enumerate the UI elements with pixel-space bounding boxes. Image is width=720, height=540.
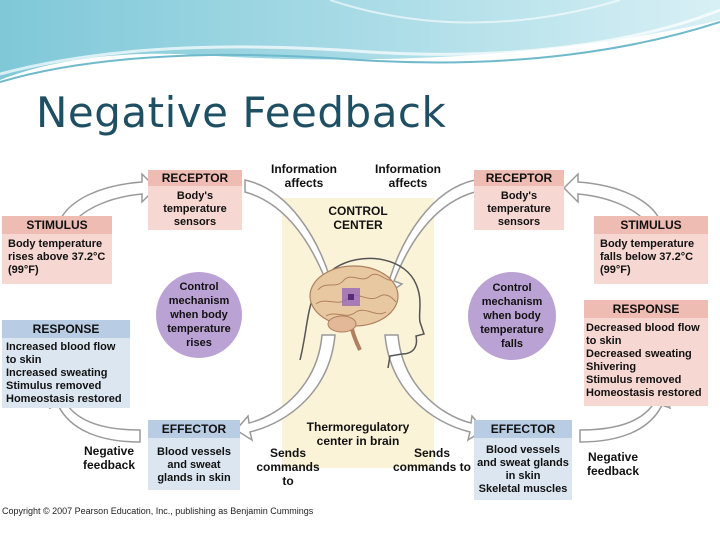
left-response-line: to skin [6,354,42,366]
left-stimulus-header: STIMULUS [2,216,112,234]
header-banner [0,0,720,83]
right-stimulus-header: STIMULUS [594,216,708,234]
left-stimulus-body: Body temperature rises above 37.2°C (99°… [2,234,112,284]
thermoregulatory-center-label: Thermoregulatory center in brain [306,420,410,448]
right-response-line: Shivering [586,361,637,373]
right-receptor-body: Body's temperature sensors [474,186,564,230]
right-response-line: to skin [586,335,622,347]
right-stimulus-body: Body temperature falls below 37.2°C (99°… [594,234,708,284]
right-response-line: Decreased blood flow [586,322,700,334]
slide-title: Negative Feedback [36,88,447,137]
left-sends-commands-label: Sends commands to [256,446,320,488]
right-response-line: Decreased sweating [586,348,692,360]
left-negative-feedback-label: Negative feedback [82,444,136,472]
left-response-line: Increased sweating [6,367,108,379]
right-response-line: Homeostasis restored [586,387,702,399]
right-effector-line: and sweat glands [477,457,569,469]
right-response-line: Stimulus removed [586,374,682,386]
left-control-text: Control mechanism when body temperature … [167,281,231,349]
left-effector-body: Blood vessels and sweat glands in skin [148,438,240,490]
left-receptor-body: Body's temperature sensors [148,186,242,230]
left-response-header: RESPONSE [2,320,130,338]
control-center-label: CONTROL CENTER [328,204,388,232]
negative-feedback-diagram: RECEPTOR Body's temperature sensors STIM… [0,160,720,520]
right-negative-feedback-label: Negative feedback [586,450,640,478]
left-control-mechanism: Control mechanism when body temperature … [156,272,242,358]
right-information-affects-label: Information affects [375,162,441,190]
left-response-line: Homeostasis restored [6,393,122,405]
right-response-body: Decreased blood flow to skin Decreased s… [584,318,708,406]
right-effector-line: Skeletal muscles [478,483,568,495]
brain-illustration [299,257,425,369]
left-response-line: Increased blood flow [6,341,116,353]
left-information-affects-label: Information affects [271,162,337,190]
left-response-body: Increased blood flow to skin Increased s… [2,338,130,408]
right-control-text: Control mechanism when body temperature … [480,282,544,350]
left-effector-header: EFFECTOR [148,420,240,438]
right-effector-header: EFFECTOR [474,420,572,438]
right-receptor-header: RECEPTOR [474,170,564,186]
copyright-notice: Copyright © 2007 Pearson Education, Inc.… [2,506,314,516]
right-effector-line: in skin [505,470,541,482]
left-response-line: Stimulus removed [6,380,102,392]
right-control-mechanism: Control mechanism when body temperature … [468,272,556,360]
right-effector-line: Blood vessels [486,444,560,456]
left-receptor-header: RECEPTOR [148,170,242,186]
right-effector-body: Blood vessels and sweat glands in skin S… [474,438,572,500]
right-response-header: RESPONSE [584,300,708,318]
right-sends-commands-label: Sends commands to [392,446,471,474]
